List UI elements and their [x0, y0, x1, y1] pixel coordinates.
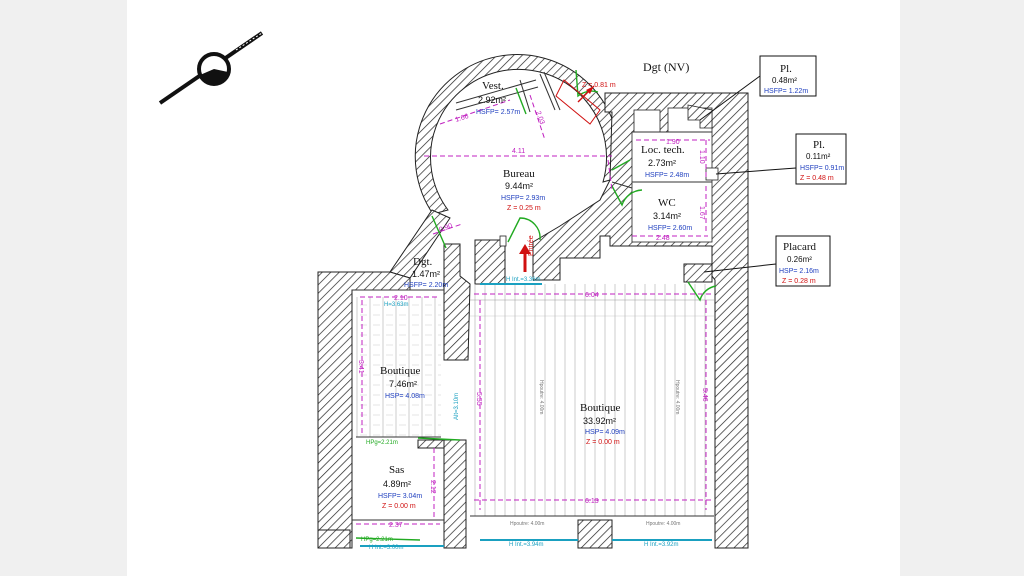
north-arrow-icon [158, 31, 264, 105]
stair-marker [555, 79, 601, 125]
label-dgt-nv: Dgt (NV) [643, 60, 689, 74]
callout-placard-name: Placard [783, 241, 816, 253]
callout-pl1-hsfp: HSFP= 1.22m [764, 88, 808, 95]
room-boutique-small-hsp: HSP= 4.08m [385, 393, 425, 400]
room-boutique-small-area: 7.46m² [389, 379, 417, 389]
room-sas-area: 4.89m² [383, 479, 411, 489]
room-sas-name: Sas [389, 464, 404, 476]
callout-leaders [699, 75, 797, 273]
dim-boutique-main-left: 5.55 [475, 392, 482, 406]
label-hpoutre-v2: Hpoutre: 4.00m [674, 380, 680, 414]
label-h-int-sas: H Int.=3.00m [369, 545, 404, 551]
dim-boutique-main-bottom: 6.13 [585, 498, 599, 505]
dim-vest-width: 1.66 [454, 113, 469, 124]
label-alt: Alt=3.10m [454, 393, 460, 420]
windows [360, 283, 712, 547]
room-boutique-main-area: 33.92m² [583, 416, 616, 426]
dim-wc-height: 1.67 [698, 206, 705, 220]
room-boutique-small-name: Boutique [380, 365, 420, 377]
stair-z-label: Z = 0.81 m [582, 82, 616, 89]
walls [317, 54, 749, 549]
room-sas-hsfp: HSFP= 3.04m [378, 493, 422, 500]
dim-loctech-height: 1.10 [698, 150, 705, 164]
floor-areas [356, 284, 714, 516]
label-hpoutre-1: Hpoutre: 4.00m [510, 521, 544, 527]
partitions [352, 71, 714, 521]
room-boutique-main-name: Boutique [580, 402, 620, 414]
room-dgt-hsfp: HSFP= 2.20m [404, 282, 448, 289]
room-boutique-main-z: Z = 0.00 m [586, 439, 620, 446]
room-bureau-name: Bureau [503, 168, 535, 180]
label-h-int-bottom-1: H Int.=3.94m [509, 542, 544, 548]
room-wc-area: 3.14m² [653, 211, 681, 221]
room-loctech-area: 2.73m² [648, 158, 676, 168]
dim-vest-depth: 2.03 [534, 110, 545, 125]
label-hpg-mid: HPg=2.21m [366, 440, 398, 446]
room-dgt-name: Dgt. [413, 256, 433, 268]
callout-boxes [759, 55, 847, 287]
room-bureau-hsfp: HSFP= 2.93m [501, 195, 545, 202]
room-sas-z: Z = 0.00 m [382, 503, 416, 510]
label-h-int-bottom-2: H Int.=3.92m [644, 542, 679, 548]
dim-dgt-width: 0.90 [438, 223, 453, 234]
dim-boutique-small-height: 3.41 [357, 360, 364, 374]
callout-pl2-z: Z = 0.48 m [800, 175, 834, 182]
dim-loctech-width: 1.90 [666, 139, 680, 146]
dim-bureau-width: 4.11 [512, 148, 525, 155]
room-boutique-main-hsp: HSP= 4.09m [585, 429, 625, 436]
room-vest-hsfp: HSFP= 2.57m [476, 109, 520, 116]
label-hpoutre-v1: Hpoutre: 4.00m [538, 380, 544, 414]
callout-placard-z: Z = 0.28 m [782, 278, 816, 285]
label-hpg-bottom: HPg=2.21m [361, 537, 393, 543]
room-dgt-area: 1.47m² [412, 269, 440, 279]
dimension-lines [356, 94, 714, 525]
dim-boutique-main-right: 5.46 [701, 388, 708, 402]
callout-placard-hsp: HSP= 2.16m [779, 268, 819, 275]
entrance-arrow-icon [519, 244, 531, 272]
room-bureau-z: Z = 0.25 m [507, 205, 541, 212]
label-h-int-top: H Int.=3.36m [506, 277, 541, 283]
dim-boutique-small-width: 2.10 [394, 295, 408, 302]
callout-pl1-name: Pl. [780, 63, 792, 75]
room-loctech-hsfp: HSFP= 2.48m [645, 172, 689, 179]
callout-pl2-hsfp: HSFP= 0.91m [800, 165, 844, 172]
dim-wc-width: 2.48 [656, 235, 670, 242]
callout-pl2-area: 0.11m² [806, 152, 831, 161]
room-wc-hsfp: HSFP= 2.60m [648, 225, 692, 232]
callout-pl1-area: 0.48m² [772, 76, 797, 85]
label-hpoutre-2: Hpoutre: 4.00m [646, 521, 680, 527]
callout-placard-area: 0.26m² [787, 255, 812, 264]
room-loctech-name: Loc. tech. [641, 144, 685, 156]
callout-pl2-name: Pl. [813, 139, 825, 151]
room-bureau-area: 9.44m² [505, 181, 533, 191]
dim-boutique-main-width: 6.04 [585, 292, 599, 299]
room-vest-area: 2.92m² [478, 95, 506, 105]
label-h-dgt: H=3.63m [384, 302, 409, 308]
label-entrance: Entrée [528, 235, 535, 256]
dim-sas-height: 2.12 [429, 480, 436, 494]
room-wc-name: WC [658, 197, 676, 209]
dim-sas-width: 2.37 [389, 522, 403, 529]
doors [355, 69, 717, 541]
room-vest-name: Vest. [482, 80, 504, 92]
